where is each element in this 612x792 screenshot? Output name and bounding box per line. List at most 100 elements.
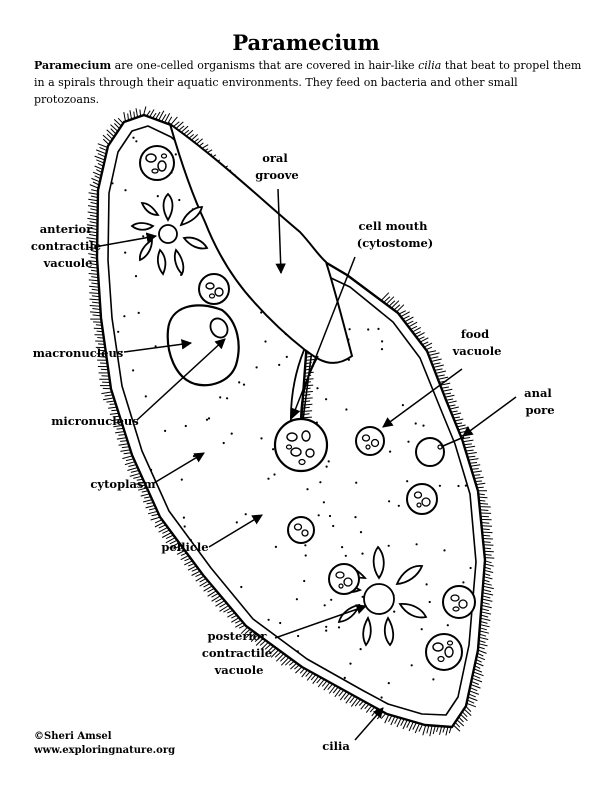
label-pellicle: pellicle — [161, 540, 208, 554]
cytoplasm-dot — [389, 450, 392, 453]
cilium — [145, 504, 155, 509]
cilium — [122, 455, 133, 460]
cilium — [120, 440, 128, 442]
cilium — [468, 693, 476, 698]
cilium — [478, 636, 489, 640]
cilium — [150, 516, 161, 521]
label-cilia: cilia — [322, 739, 350, 753]
cilium — [270, 649, 279, 658]
cilium — [483, 541, 491, 543]
cilium — [469, 690, 480, 695]
cilium — [481, 601, 490, 605]
cilium — [475, 482, 486, 486]
pointer-cell-mouth — [290, 256, 356, 419]
cilium — [211, 592, 219, 598]
label-cell-mouth: cell mouth (cytostome) — [357, 219, 434, 250]
cilium — [475, 662, 484, 667]
cilium — [88, 253, 98, 256]
cilium — [334, 688, 342, 698]
cytoplasm-dot — [137, 311, 140, 314]
cytoplasm-dot — [164, 429, 167, 432]
cilia-fringe — [86, 106, 495, 737]
cytoplasm-dot — [154, 345, 157, 348]
cytoplasm-dot — [380, 348, 384, 351]
cytoplasm-dot — [469, 566, 472, 570]
cilium — [87, 224, 98, 227]
cytoplasm-dot — [182, 516, 185, 519]
cilium — [482, 595, 491, 599]
cilium — [89, 292, 100, 294]
cilium — [470, 464, 481, 467]
cytoplasm-dot — [124, 251, 127, 254]
intro-paragraph: Paramecium are one-celled organisms that… — [34, 57, 582, 108]
cilium — [478, 496, 488, 499]
cytoplasm-dot — [303, 579, 306, 583]
cytoplasm-dot — [317, 514, 320, 517]
cilium — [301, 669, 308, 678]
cilium — [231, 617, 240, 623]
cytoplasm-dot — [184, 424, 187, 428]
cilium — [472, 674, 481, 679]
cilium — [483, 547, 492, 550]
cytoplasm-dot — [354, 516, 357, 519]
cilium — [147, 510, 158, 515]
cilium — [199, 580, 209, 587]
cilium — [86, 237, 98, 240]
cytoplasm-dot — [123, 315, 126, 318]
pellicle-inner — [107, 125, 477, 716]
cilium — [429, 356, 439, 359]
cytoplasm-dot — [414, 422, 417, 425]
cilium — [408, 321, 418, 328]
cytoplasm-dot — [425, 583, 428, 586]
cilium — [458, 426, 470, 431]
credit-website[interactable]: www.exploringnature.org — [34, 745, 176, 756]
cytoplasm-dot — [222, 441, 225, 445]
cytoplasm-dot — [348, 328, 351, 331]
cilium — [418, 724, 424, 732]
cilium — [99, 146, 108, 152]
cilium — [481, 604, 492, 609]
cilium — [462, 439, 474, 443]
cilium — [463, 443, 472, 446]
cytoplasm-dot — [132, 136, 135, 139]
cilium — [211, 595, 221, 602]
cilium — [207, 587, 215, 593]
cytoplasm-dot — [267, 618, 270, 621]
cilium — [102, 138, 110, 145]
cilium — [88, 192, 98, 195]
cilium — [474, 476, 484, 479]
cytoplasm-dot — [325, 625, 328, 628]
cytoplasm-dot — [355, 481, 358, 484]
cilium — [191, 570, 201, 576]
cytoplasm-dot — [359, 531, 363, 534]
cilium — [164, 112, 171, 123]
pointer-micronucleus — [136, 338, 226, 421]
cytoplasm-dot — [327, 460, 330, 463]
cilium — [484, 563, 494, 567]
cilium — [89, 298, 100, 301]
pointer-posterior-cv — [274, 604, 367, 639]
cilium — [465, 449, 474, 452]
cilium — [481, 522, 490, 524]
cilium — [480, 620, 488, 624]
cilium — [142, 499, 153, 503]
cilium — [89, 305, 101, 307]
cilium — [143, 106, 147, 116]
cytoplasm-dot — [235, 521, 238, 524]
cilium — [419, 337, 429, 343]
cilium — [385, 296, 395, 305]
pointer-anterior-cv — [99, 232, 158, 247]
cilium — [104, 394, 113, 397]
cilium — [106, 129, 115, 137]
cilium — [444, 394, 455, 398]
cytoplasm-dot — [272, 448, 275, 451]
cytoplasm-dot — [295, 598, 298, 601]
cytoplasm-dot — [341, 546, 344, 549]
cilium — [467, 699, 475, 704]
label-macronucleus: macronucleus — [33, 346, 124, 360]
cilium — [456, 424, 466, 428]
cilium — [302, 400, 311, 403]
cytoplasm-dot — [345, 408, 348, 411]
cilium — [295, 666, 303, 674]
cilium — [87, 217, 98, 221]
